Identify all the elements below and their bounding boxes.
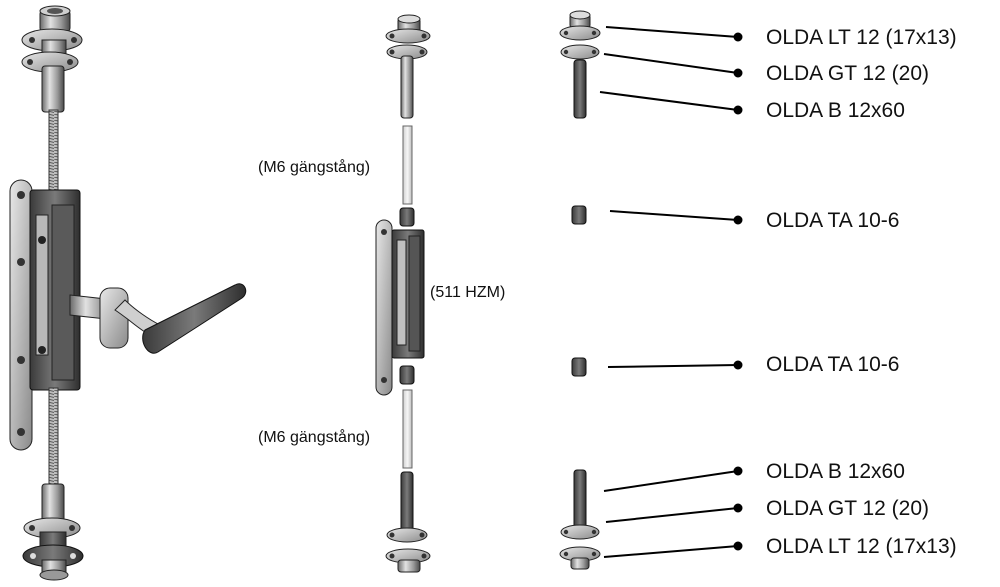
rod-bottom-note: (M6 gängstång) [258,429,371,446]
leader-bottom-b [603,470,739,492]
part-ta-lower [571,357,587,377]
label-top-lt: OLDA LT 12 (17x13) [766,26,957,49]
leader-bottom-gt [605,507,739,523]
leader-top-b [599,91,739,111]
part-top-lt [559,10,601,41]
label-bottom-lt: OLDA LT 12 (17x13) [766,535,957,558]
label-ta-upper: OLDA TA 10-6 [766,209,900,232]
top-guide-assembled [21,5,83,113]
part-bottom-b [573,469,587,529]
faceplate [9,179,33,451]
lock-body-note: (511 HZM) [430,284,506,301]
exploded-lock-body [375,219,425,396]
part-top-gt [560,44,600,60]
leader-bottom-lt [603,545,739,558]
exploded-bottom-lt [385,548,431,573]
part-bottom-lt [559,546,601,570]
part-bottom-gt [560,524,600,540]
exploded-bottom-b-gt [386,471,428,543]
leader-ta-lower [607,364,739,368]
exploded-assembly [375,14,431,573]
leader-top-gt [603,53,739,74]
exploded-ta-lower [399,365,415,385]
exploded-ta-upper [399,207,415,227]
label-bottom-gt: OLDA GT 12 (20) [766,497,930,520]
leader-top-lt [605,26,739,38]
leader-lines [599,26,743,558]
exploded-top-cup [385,14,431,44]
parts-column [559,10,601,570]
label-ta-lower: OLDA TA 10-6 [766,353,900,376]
bottom-guide-assembled [22,483,84,581]
exploded-top-gt [386,44,428,119]
handle [69,283,247,354]
label-bottom-b: OLDA B 12x60 [766,460,905,483]
exploded-rod-lower [402,389,413,469]
threaded-rod-lower-assembled [48,387,59,489]
part-ta-upper [571,205,587,225]
label-top-gt: OLDA GT 12 (20) [766,62,930,85]
label-top-b: OLDA B 12x60 [766,99,905,122]
assembled-espagnolette [9,5,247,581]
exploded-rod-upper [402,125,413,205]
leader-ta-upper [609,210,739,221]
part-top-b [573,59,587,119]
rod-top-note: (M6 gängstång) [258,159,371,176]
